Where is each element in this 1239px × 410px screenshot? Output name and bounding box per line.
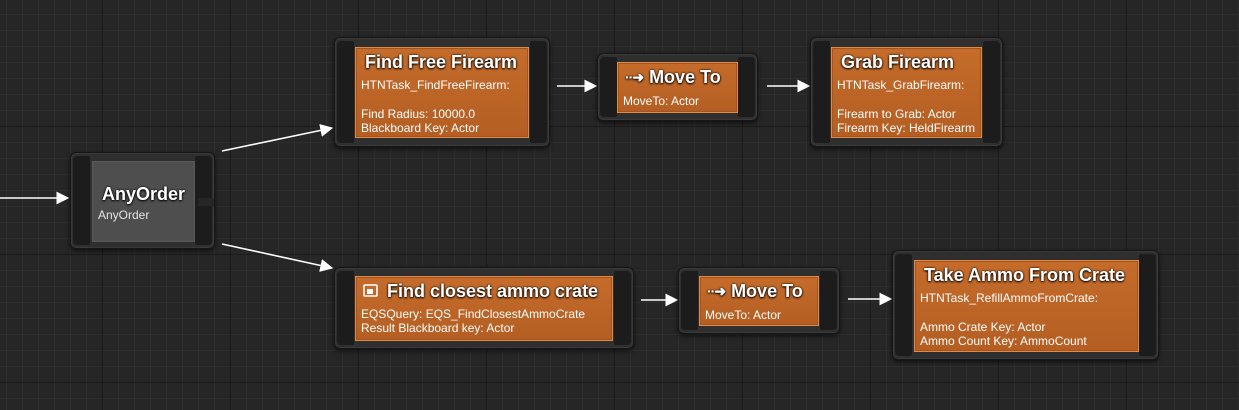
node-line: Ammo Count Key: AmmoCount xyxy=(920,334,1087,348)
anyorder-node[interactable]: AnyOrder AnyOrder xyxy=(70,152,215,249)
output-pin[interactable] xyxy=(738,57,755,117)
move-to-arrow-icon: ··➜ xyxy=(625,69,644,85)
eqs-query-icon xyxy=(363,284,378,297)
node-line: HTNTask_RefillAmmoFromCrate: xyxy=(920,291,1099,305)
take-ammo-from-crate-node[interactable]: Take Ammo From Crate HTNTask_RefillAmmoF… xyxy=(892,250,1159,360)
node-title: Find Free Firearm xyxy=(365,52,518,72)
node-title: Take Ammo From Crate xyxy=(924,265,1126,285)
input-pin[interactable] xyxy=(813,41,830,143)
node-line: Result Blackboard key: Actor xyxy=(361,321,515,335)
wire-anyorder-to-find-ammo xyxy=(221,243,334,272)
input-pin[interactable] xyxy=(73,156,90,245)
node-line: HTNTask_FindFreeFirearm: xyxy=(361,78,510,92)
output-pin[interactable] xyxy=(530,41,547,143)
node-line: EQSQuery: EQS_FindClosestAmmoCrate xyxy=(361,307,586,321)
output-pin[interactable] xyxy=(983,41,1000,143)
output-pin[interactable] xyxy=(1139,254,1156,356)
find-free-firearm-node[interactable]: Find Free Firearm HTNTask_FindFreeFirear… xyxy=(334,37,550,147)
node-subtitle: AnyOrder xyxy=(98,208,150,222)
node-title: Move To xyxy=(649,67,721,87)
node-title: Grab Firearm xyxy=(841,52,955,72)
node-title: Move To xyxy=(731,281,803,301)
move-to-node-top[interactable]: ··➜ Move To MoveTo: Actor xyxy=(597,53,758,121)
node-line: Firearm to Grab: Actor xyxy=(837,107,956,121)
input-pin[interactable] xyxy=(895,254,912,356)
wire-anyorder-to-find-firearm xyxy=(221,124,334,152)
output-pin[interactable] xyxy=(820,271,837,330)
node-line: HTNTask_GrabFirearm: xyxy=(837,78,965,92)
input-pin[interactable] xyxy=(600,57,617,117)
output-pin[interactable] xyxy=(614,271,631,345)
input-pin[interactable] xyxy=(337,41,354,143)
node-line: Firearm Key: HeldFirearm xyxy=(837,121,976,135)
node-line: MoveTo: Actor xyxy=(623,94,700,108)
node-line: Ammo Crate Key: Actor xyxy=(920,320,1046,334)
move-to-arrow-icon: ··➜ xyxy=(707,283,726,299)
node-line: Find Radius: 10000.0 xyxy=(361,107,476,121)
node-title: AnyOrder xyxy=(101,184,186,204)
input-pin[interactable] xyxy=(681,271,698,330)
node-line: MoveTo: Actor xyxy=(705,308,782,322)
grab-firearm-node[interactable]: Grab Firearm HTNTask_GrabFirearm: Firear… xyxy=(810,37,1003,147)
find-closest-ammo-crate-node[interactable]: Find closest ammo crate EQSQuery: EQS_Fi… xyxy=(334,267,634,349)
node-line: Blackboard Key: Actor xyxy=(361,121,480,135)
node-title: Find closest ammo crate xyxy=(387,281,599,301)
input-pin[interactable] xyxy=(337,271,354,345)
move-to-node-bottom[interactable]: ··➜ Move To MoveTo: Actor xyxy=(678,267,840,334)
